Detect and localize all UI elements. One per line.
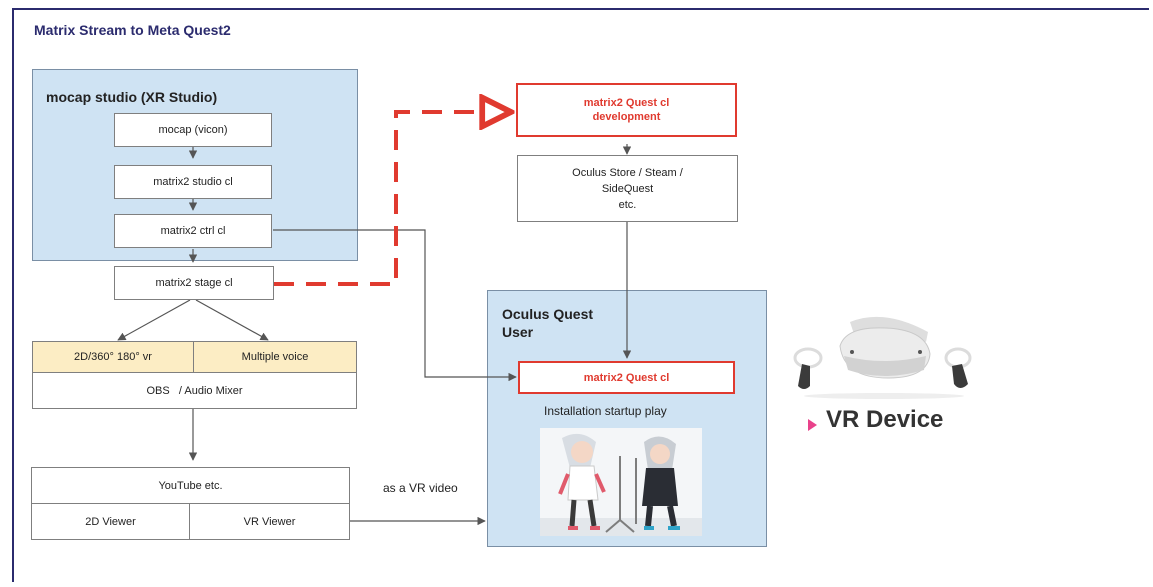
bullet-triangle-icon bbox=[808, 419, 817, 431]
diagram-title: Matrix Stream to Meta Quest2 bbox=[34, 22, 231, 38]
quest-user-label: Oculus Quest User bbox=[502, 306, 594, 340]
obs-audio-mixer-box: OBS / Audio Mixer bbox=[32, 372, 357, 409]
arrow-stage-to-voice bbox=[195, 299, 269, 341]
installation-startup-label: Installation startup play bbox=[544, 404, 667, 418]
multiple-voice-box: Multiple voice bbox=[193, 341, 357, 373]
oculus-store-box: Oculus Store / Steam / SideQuest etc. bbox=[517, 155, 738, 222]
vr-characters-illustration bbox=[540, 428, 702, 536]
arrow-ctrl-to-client bbox=[273, 229, 517, 382]
youtube-box: YouTube etc. bbox=[31, 467, 350, 504]
viewer-2d-box: 2D Viewer bbox=[31, 503, 190, 540]
mocap-vicon-box: mocap (vicon) bbox=[114, 113, 272, 147]
right-controller-icon bbox=[944, 347, 972, 388]
left-controller-icon bbox=[793, 347, 823, 389]
character-pink-icon bbox=[558, 433, 606, 530]
arrow-stage-to-formats bbox=[117, 299, 191, 341]
viewer-vr-box: VR Viewer bbox=[189, 503, 350, 540]
character-dark-icon bbox=[642, 436, 680, 530]
stage-cl-box: matrix2 stage cl bbox=[114, 266, 274, 300]
vr-headset-icon bbox=[793, 316, 972, 399]
studio-cl-box: matrix2 studio cl bbox=[114, 165, 272, 199]
vr-formats-box: 2D/360° 180° vr bbox=[32, 341, 194, 373]
as-vr-video-label: as a VR video bbox=[383, 481, 458, 495]
diagram-frame bbox=[12, 8, 1149, 582]
mocap-studio-label: mocap studio (XR Studio) bbox=[46, 89, 218, 105]
vr-device-label: VR Device bbox=[826, 406, 944, 433]
arrow-stage-to-dev bbox=[274, 112, 511, 286]
quest-cl-box: matrix2 Quest cl bbox=[518, 361, 735, 394]
quest-cl-development-box: matrix2 Quest cl development bbox=[516, 83, 737, 137]
ctrl-cl-box: matrix2 ctrl cl bbox=[114, 214, 272, 248]
